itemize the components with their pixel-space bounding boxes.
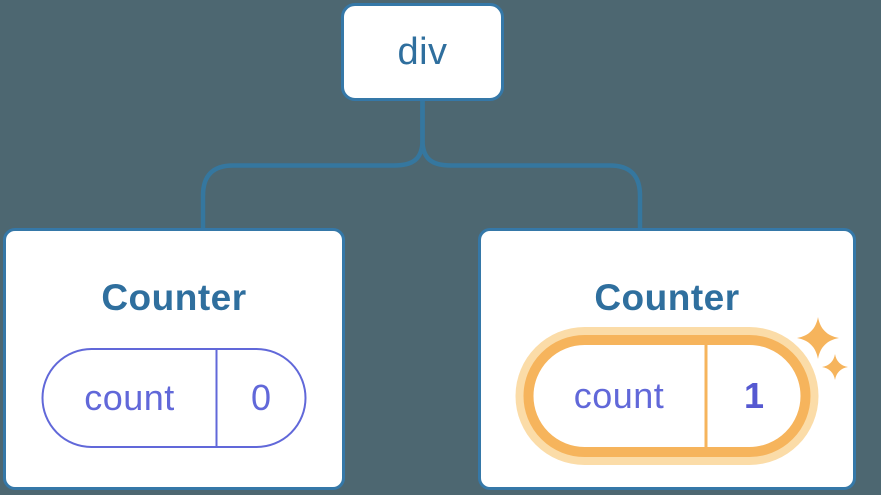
component-card-counter-right: Counter count 1 [478, 228, 856, 490]
state-pill-value-segment: 1 [708, 345, 801, 447]
component-title: Counter [594, 277, 740, 318]
state-key-label: count [84, 377, 175, 418]
component-title: Counter [101, 277, 247, 318]
state-value: 0 [250, 377, 272, 418]
sparkle-icon-small [822, 354, 848, 380]
state-key-label: count [573, 375, 665, 416]
state-pill-highlighted: count 1 [523, 335, 811, 457]
connector-left-branch [200, 101, 425, 229]
root-node-label: div [397, 30, 448, 73]
state-pill: count 0 [41, 348, 307, 448]
state-pill-key-segment: count [534, 345, 708, 447]
state-value: 1 [743, 375, 765, 416]
component-card-counter-left: Counter count 0 [3, 228, 345, 490]
state-pill-key-segment: count [44, 350, 218, 446]
state-pill-value-segment: 0 [218, 350, 305, 446]
connector-right-branch [420, 101, 643, 229]
sparkle-icon-large [797, 317, 839, 359]
root-node: div [341, 3, 504, 101]
